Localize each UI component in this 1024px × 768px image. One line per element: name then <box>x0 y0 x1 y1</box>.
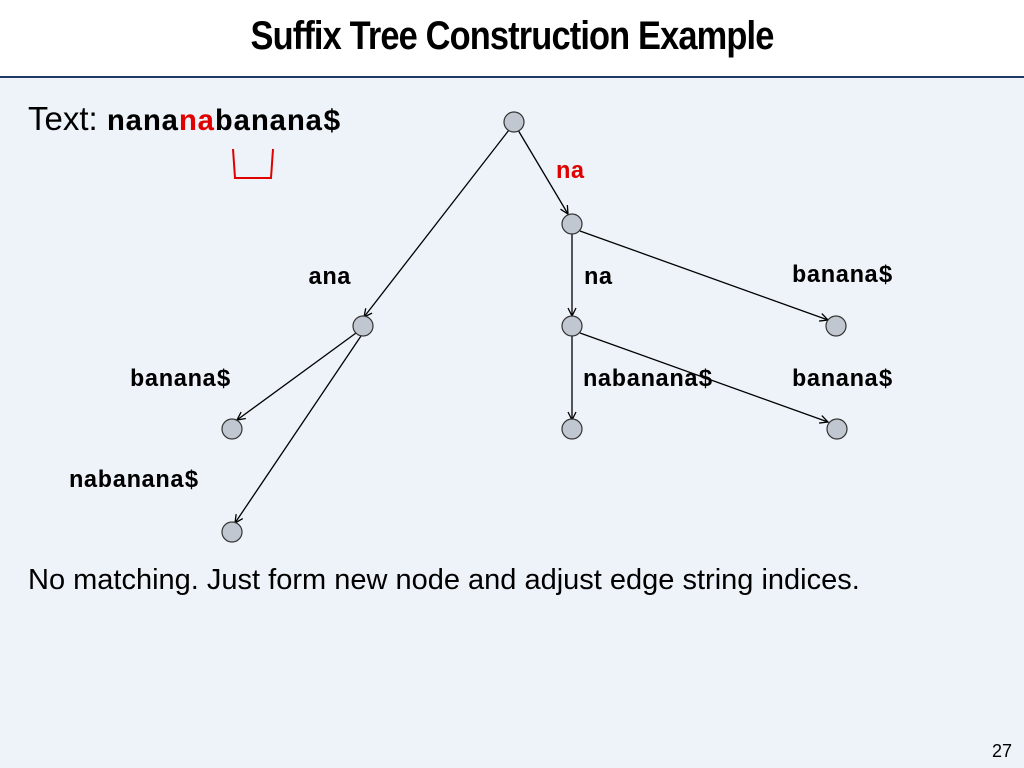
text-highlight: na <box>178 106 215 140</box>
edge-label-nabanana: nabanana$ <box>583 367 713 394</box>
edge-label-ana: ana <box>308 265 351 292</box>
edge-label-na: na <box>584 265 613 292</box>
edge-label-nabanana: nabanana$ <box>69 468 199 495</box>
tree-leaf <box>825 315 847 337</box>
slide-header: Suffix Tree Construction Example <box>0 0 1024 78</box>
text-after: banana$ <box>214 106 341 140</box>
slide-note: No matching. Just form new node and adju… <box>28 564 860 596</box>
tree-leaf <box>826 418 848 440</box>
text-line: Text: nananabanana$ <box>28 100 341 140</box>
position-bracket <box>232 148 274 179</box>
text-before: nana <box>106 106 179 140</box>
tree-node-ana <box>352 315 374 337</box>
tree-leaf <box>561 418 583 440</box>
tree-leaf <box>221 418 243 440</box>
edge-label-banana: banana$ <box>130 367 231 394</box>
tree-node-root <box>503 111 525 133</box>
edge-label-banana: banana$ <box>792 367 893 394</box>
edge-ana-to-nabanana <box>235 335 362 523</box>
tree-leaf <box>221 521 243 543</box>
edge-nana-to-banana <box>579 332 828 422</box>
slide-content <box>0 78 1024 768</box>
slide-title: Suffix Tree Construction Example <box>250 14 774 58</box>
tree-node-na <box>561 213 583 235</box>
text-label: Text: <box>28 100 98 137</box>
edge-ana-to-banana <box>237 332 357 420</box>
edge-label-na-highlight: na <box>556 159 585 186</box>
edge-na-to-banana <box>579 230 828 320</box>
edge-root-to-ana <box>364 129 510 317</box>
edge-root-to-na <box>517 129 568 214</box>
title-rule <box>0 76 1024 78</box>
tree-node-nana <box>561 315 583 337</box>
edge-label-banana: banana$ <box>792 263 893 290</box>
page-number: 27 <box>991 741 1012 761</box>
